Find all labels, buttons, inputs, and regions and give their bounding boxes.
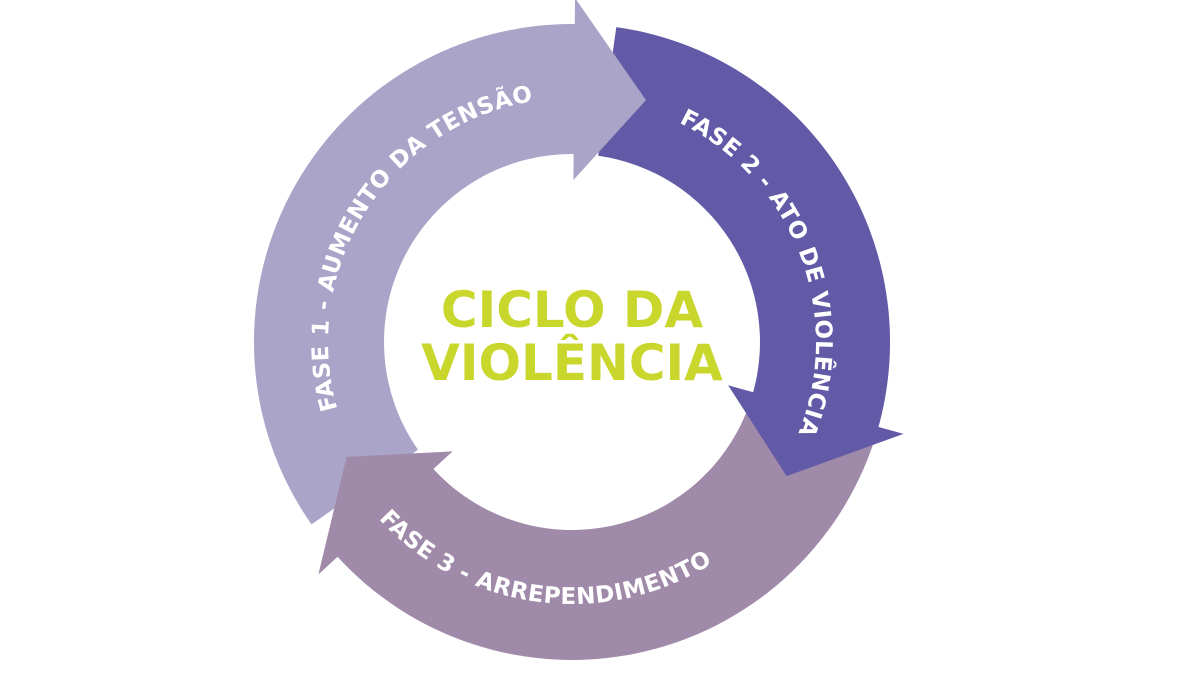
phase-1-arrowhead [573, 0, 646, 180]
phase-2-arc [598, 27, 891, 430]
diagram-title-line-2: VIOLÊNCIA [421, 333, 723, 392]
phase-2-arrowhead [728, 385, 904, 477]
diagram-title-line-1: CICLO DA [441, 281, 703, 339]
phase-3-arrowhead [318, 451, 453, 575]
phase-1-arc [253, 23, 578, 525]
phase-3-arc [335, 400, 875, 660]
